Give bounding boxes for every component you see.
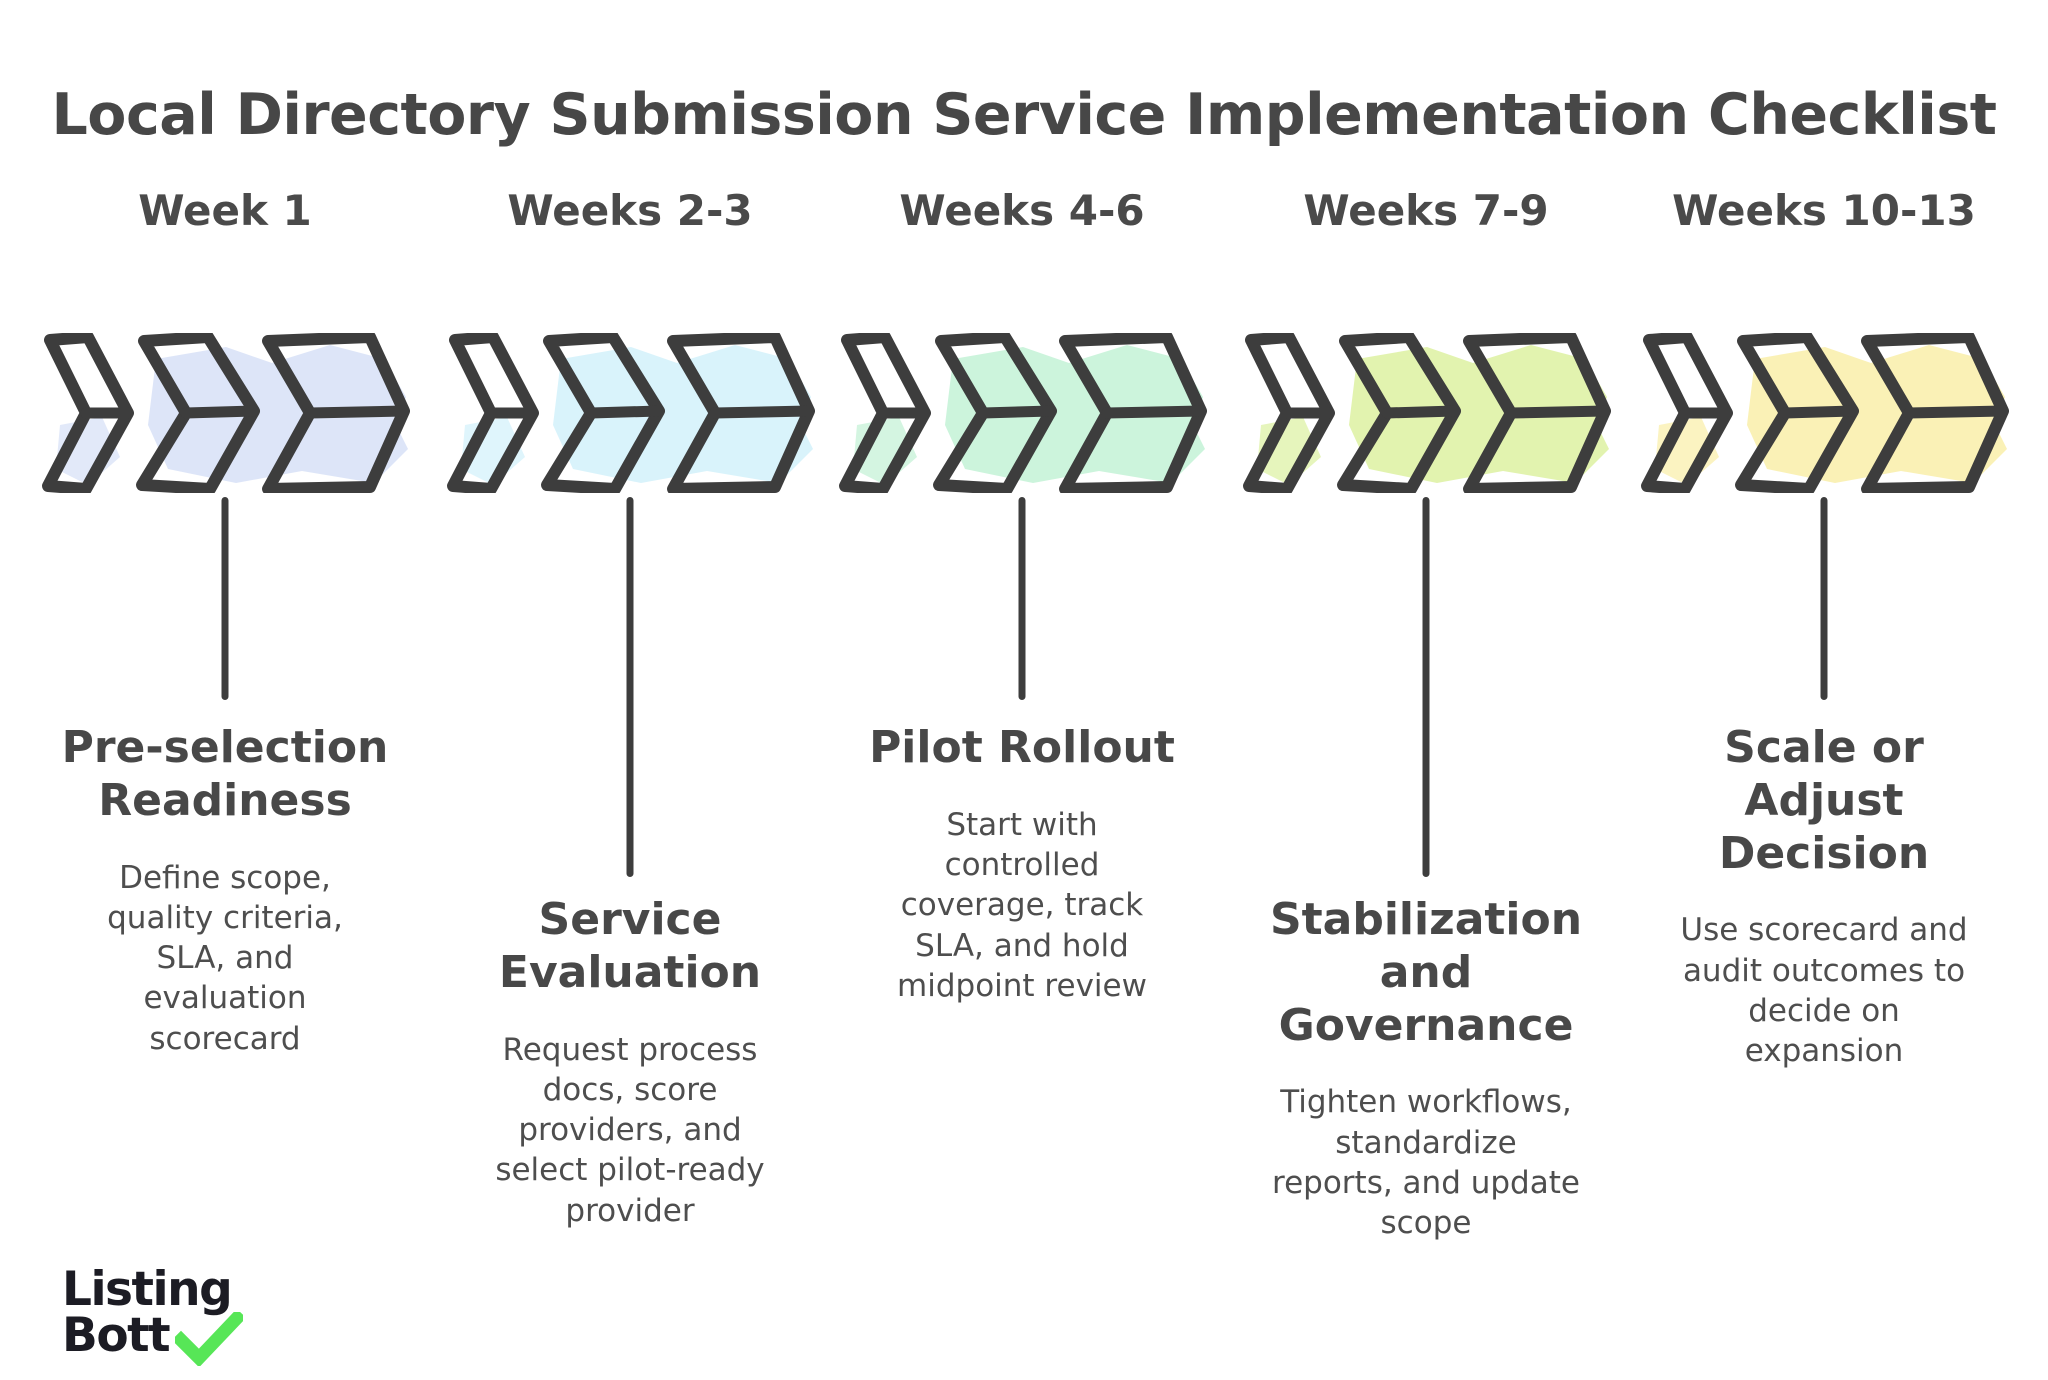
- chevron-arrow-icon: [445, 333, 815, 493]
- chevron-arrow-icon: [1241, 333, 1611, 493]
- chevron-arrow-icon: [837, 333, 1207, 493]
- stage-title: Stabilization and Governance: [1269, 894, 1583, 1051]
- chevron-arrow-icon: [1639, 333, 2009, 493]
- week-label: Week 1: [138, 186, 312, 235]
- stage-column-5: Weeks 10-13 Scale or Adjust Decision Use…: [1624, 0, 2024, 1380]
- stage-title: Service Evaluation: [498, 894, 762, 998]
- stage-column-1: Week 1 Pre-selection Readiness Define sc…: [25, 0, 425, 1380]
- week-label: Weeks 4-6: [899, 186, 1145, 235]
- stage-column-2: Weeks 2-3 Service Evaluation Request pro…: [430, 0, 830, 1380]
- checkmark-icon: [175, 1312, 244, 1367]
- stage-description: Tighten workflows, standardize reports, …: [1272, 1084, 1580, 1242]
- connector-line: [626, 497, 634, 877]
- stage-description: Use scorecard and audit outcomes to deci…: [1680, 912, 1968, 1070]
- stage-description: Request process docs, score providers, a…: [495, 1031, 765, 1229]
- chevron-arrow-icon: [40, 333, 410, 493]
- connector-line: [1820, 497, 1828, 700]
- page-title: Local Directory Submission Service Imple…: [51, 82, 1997, 148]
- stage-description: Start with controlled coverage, track SL…: [897, 806, 1147, 1004]
- stage-title: Pre-selection Readiness: [61, 722, 389, 826]
- connector-line: [221, 497, 229, 700]
- stage-column-4: Weeks 7-9 Stabilization and Governance T…: [1226, 0, 1626, 1380]
- week-label: Weeks 7-9: [1303, 186, 1549, 235]
- week-label: Weeks 2-3: [507, 186, 753, 235]
- week-label: Weeks 10-13: [1672, 186, 1976, 235]
- connector-line: [1422, 497, 1430, 877]
- connector-line: [1018, 497, 1026, 700]
- logo-text-line1: Listing: [62, 1262, 233, 1317]
- stage-column-3: Weeks 4-6 Pilot Rollout Start with contr…: [822, 0, 1222, 1380]
- stage-title: Pilot Rollout: [869, 722, 1175, 773]
- stage-description: Define scope, quality criteria, SLA, and…: [107, 859, 343, 1057]
- logo-text-line2: Bott: [62, 1308, 171, 1363]
- stage-title: Scale or Adjust Decision: [1718, 722, 1930, 879]
- brand-logo: Listing Bott: [62, 1262, 244, 1367]
